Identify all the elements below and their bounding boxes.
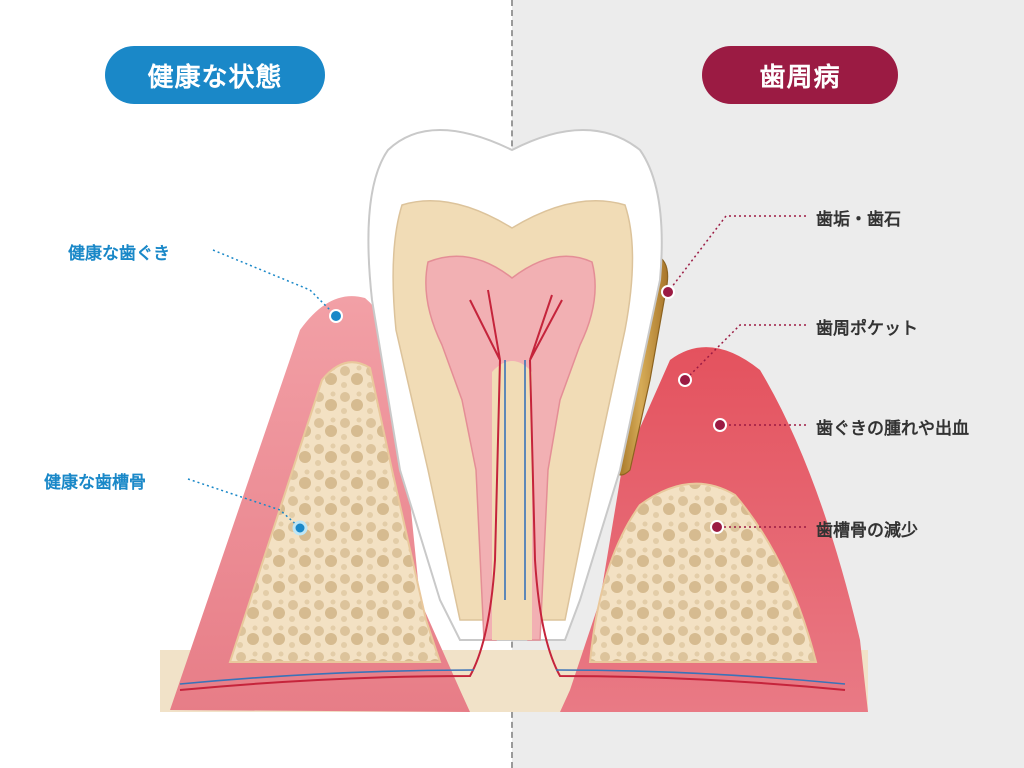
leader-healthy-bone	[187, 478, 301, 529]
healthy-state-title: 健康な状態	[105, 46, 325, 104]
label-gum-swelling-bleeding: 歯ぐきの腫れや出血	[816, 419, 969, 439]
marker-plaque	[661, 285, 675, 299]
marker-pocket	[678, 373, 692, 387]
blood-vessel-vein	[179, 360, 846, 685]
blood-vessel-artery	[179, 289, 846, 691]
label-plaque-tartar: 歯垢・歯石	[816, 210, 901, 230]
tooth-pulp	[425, 255, 596, 641]
marker-swelling	[713, 418, 727, 432]
label-periodontal-pocket: 歯周ポケット	[816, 319, 918, 339]
leader-healthy-gum	[212, 249, 337, 317]
reduced-bone	[588, 482, 818, 663]
marker-bone-loss	[710, 520, 724, 534]
label-healthy-gum: 健康な歯ぐき	[68, 244, 170, 264]
periodontal-disease-title: 歯周病	[702, 46, 898, 104]
marker-healthy-bone	[292, 520, 308, 536]
leader-plaque	[667, 215, 806, 293]
healthy-bone	[228, 361, 442, 663]
label-bone-loss: 歯槽骨の減少	[816, 521, 918, 541]
leader-pocket	[684, 324, 806, 381]
marker-healthy-gum	[329, 309, 343, 323]
label-healthy-bone: 健康な歯槽骨	[44, 473, 146, 493]
